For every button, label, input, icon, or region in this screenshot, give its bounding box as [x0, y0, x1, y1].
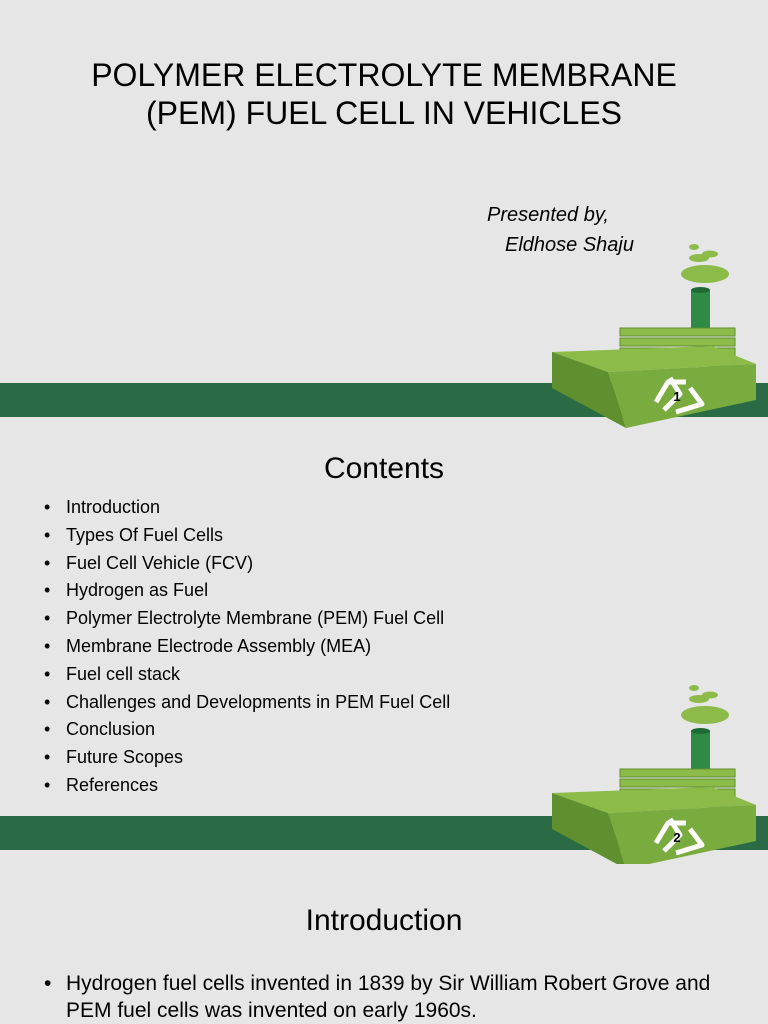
list-item: Fuel Cell Vehicle (FCV)	[44, 550, 450, 578]
list-item: Future Scopes	[44, 744, 450, 772]
list-item: Hydrogen as Fuel	[44, 577, 450, 605]
factory-recycle-icon: 1	[552, 244, 756, 428]
slide-number: 1	[673, 389, 680, 404]
list-item: Challenges and Developments in PEM Fuel …	[44, 689, 450, 717]
contents-heading: Contents	[323, 452, 445, 485]
presenter-block: Presented by, Eldhose Shaju	[487, 200, 634, 260]
factory-recycle-icon: 2	[552, 685, 756, 864]
list-item: Polymer Electrolyte Membrane (PEM) Fuel …	[44, 605, 450, 633]
list-item: Hydrogen fuel cells invented in 1839 by …	[44, 970, 734, 1024]
slide-title: POLYMER ELECTROLYTE MEMBRANE (PEM) FUEL …	[0, 56, 768, 132]
slide-2: Contents Introduction Types Of Fuel Cell…	[0, 432, 768, 864]
title-line-2: (PEM) FUEL CELL IN VEHICLES	[146, 95, 622, 131]
presenter-name: Eldhose Shaju	[505, 234, 634, 256]
contents-list: Introduction Types Of Fuel Cells Fuel Ce…	[44, 494, 450, 800]
introduction-list: Hydrogen fuel cells invented in 1839 by …	[44, 970, 734, 1024]
list-item: Introduction	[44, 494, 450, 522]
slide-1: POLYMER ELECTROLYTE MEMBRANE (PEM) FUEL …	[0, 0, 768, 432]
presented-by-label: Presented by,	[487, 204, 609, 226]
list-item: Fuel cell stack	[44, 661, 450, 689]
list-item: Types Of Fuel Cells	[44, 522, 450, 550]
list-item: Membrane Electrode Assembly (MEA)	[44, 633, 450, 661]
list-item: Conclusion	[44, 716, 450, 744]
list-item: References	[44, 772, 450, 800]
title-line-1: POLYMER ELECTROLYTE MEMBRANE	[91, 57, 677, 93]
slide-number: 2	[673, 830, 680, 845]
slide-3: Introduction Hydrogen fuel cells invente…	[0, 864, 768, 1024]
introduction-heading: Introduction	[305, 904, 463, 937]
